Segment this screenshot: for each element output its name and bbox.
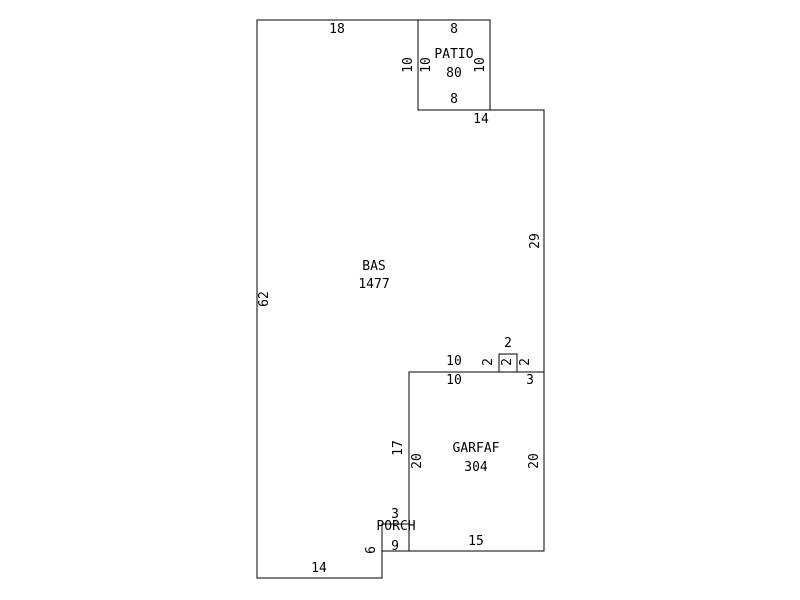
patio-name: PATIO	[434, 47, 473, 62]
bas-outline	[256, 19, 545, 579]
dim-patio-left-inner: 10	[419, 57, 434, 73]
dim-bas-garage-top: 10	[446, 354, 462, 369]
bas-sqft: 1477	[358, 277, 389, 292]
garage-name: GARFAF	[453, 441, 500, 456]
dim-porch-top: 3	[391, 507, 399, 522]
dim-garage-bottom: 15	[468, 534, 484, 549]
dim-garage-left: 20	[410, 453, 425, 469]
dim-bas-left: 62	[257, 291, 272, 307]
dim-bas-bottom: 14	[311, 561, 327, 576]
porch-name: PORCH	[376, 519, 415, 534]
dim-bas-step-top: 14	[473, 112, 489, 127]
dim-patio-right: 10	[473, 57, 488, 73]
dim-bas-notch-left: 2	[481, 358, 496, 366]
patio-outline	[417, 19, 491, 111]
garage-sqft: 304	[464, 460, 488, 475]
dim-patio-top: 8	[450, 22, 458, 37]
dim-bas-right-upper: 29	[528, 233, 543, 249]
bas-name: BAS	[362, 259, 385, 274]
garage-outline	[408, 371, 545, 552]
patio-sqft: 80	[446, 66, 462, 81]
dim-bas-porch-right: 6	[364, 546, 379, 554]
dim-garage-right: 20	[527, 453, 542, 469]
dim-patio-left-outer: 10	[401, 57, 416, 73]
dim-patio-bottom: 8	[450, 92, 458, 107]
porch-outline	[381, 523, 410, 552]
dim-bas-notch-mid: 2	[500, 358, 515, 366]
dim-bas-garage-left: 17	[391, 440, 406, 456]
dim-bas-top: 18	[329, 22, 345, 37]
dim-garage-top-right: 3	[526, 373, 534, 388]
dim-garage-top: 10	[446, 373, 462, 388]
dim-bas-notch-right: 2	[518, 358, 533, 366]
dim-bas-notch-top: 2	[504, 336, 512, 351]
dim-porch-bottom: 9	[391, 539, 399, 554]
